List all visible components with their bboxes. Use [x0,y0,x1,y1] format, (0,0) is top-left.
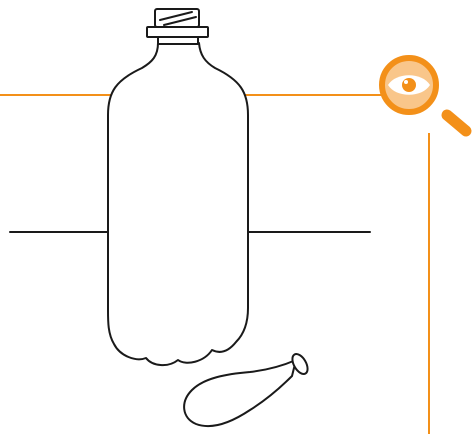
eye-pupil-highlight [404,80,408,84]
magnifier-eye-icon [382,58,466,131]
magnifier-handle [447,115,466,131]
deflated-balloon [184,351,311,426]
plastic-bottle [108,9,248,365]
balloon-body [184,360,296,426]
bottle-neck [158,37,198,44]
eye-iris [402,78,416,92]
bottle-body [108,43,248,365]
bottle-collar [147,27,208,37]
